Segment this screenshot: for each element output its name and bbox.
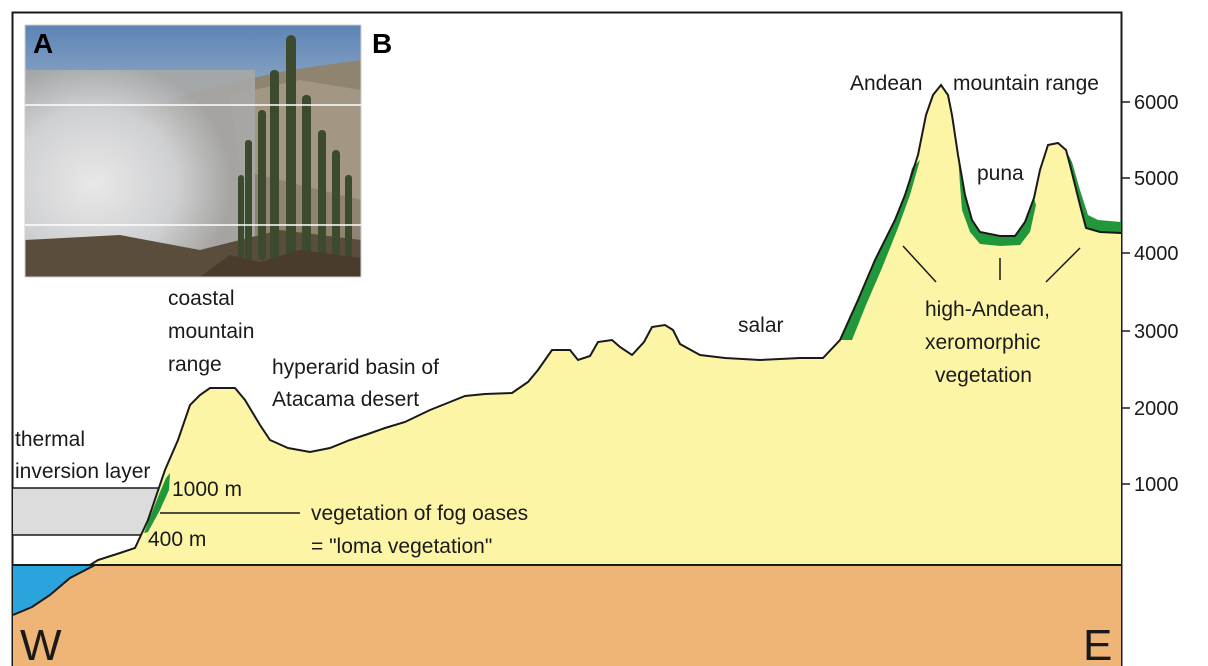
elevation-axis: 1000 2000 3000 4000 5000 6000 bbox=[1121, 92, 1179, 496]
label-basin-1: hyperarid basin of bbox=[272, 356, 439, 379]
photo-fog-cactus bbox=[25, 25, 361, 277]
label-inversion-layer: inversion layer bbox=[15, 460, 150, 483]
tick-label-3000: 3000 bbox=[1134, 321, 1179, 343]
west-label: W bbox=[20, 621, 62, 666]
label-highandean-3: vegetation bbox=[935, 364, 1032, 387]
tick-label-2000: 2000 bbox=[1134, 398, 1179, 420]
tick-label-6000: 6000 bbox=[1134, 92, 1179, 114]
panel-label-b: B bbox=[372, 28, 392, 59]
label-salar: salar bbox=[738, 314, 784, 337]
label-400m: 400 m bbox=[148, 528, 206, 551]
label-highandean-1: high-Andean, bbox=[925, 298, 1050, 321]
tick-label-5000: 5000 bbox=[1134, 168, 1179, 190]
label-highandean-2: xeromorphic bbox=[925, 331, 1041, 354]
label-basin-2: Atacama desert bbox=[272, 388, 419, 411]
label-coastal-range: range bbox=[168, 353, 222, 376]
label-thermal: thermal bbox=[15, 428, 85, 451]
tick-label-4000: 4000 bbox=[1134, 243, 1179, 265]
panel-label-a: A bbox=[33, 28, 53, 59]
label-mountain-range-east: mountain range bbox=[953, 72, 1099, 95]
label-coastal: coastal bbox=[168, 287, 235, 310]
label-coastal-mountain: mountain bbox=[168, 320, 254, 343]
label-fog-oases: vegetation of fog oases bbox=[311, 502, 528, 525]
tick-label-1000: 1000 bbox=[1134, 474, 1179, 496]
label-loma-vegetation: = "loma vegetation" bbox=[311, 535, 492, 558]
label-andean: Andean bbox=[850, 72, 922, 95]
label-puna: puna bbox=[977, 162, 1024, 185]
east-label: E bbox=[1083, 621, 1112, 666]
label-1000m: 1000 m bbox=[172, 478, 242, 501]
bedrock-layer bbox=[13, 565, 1121, 666]
